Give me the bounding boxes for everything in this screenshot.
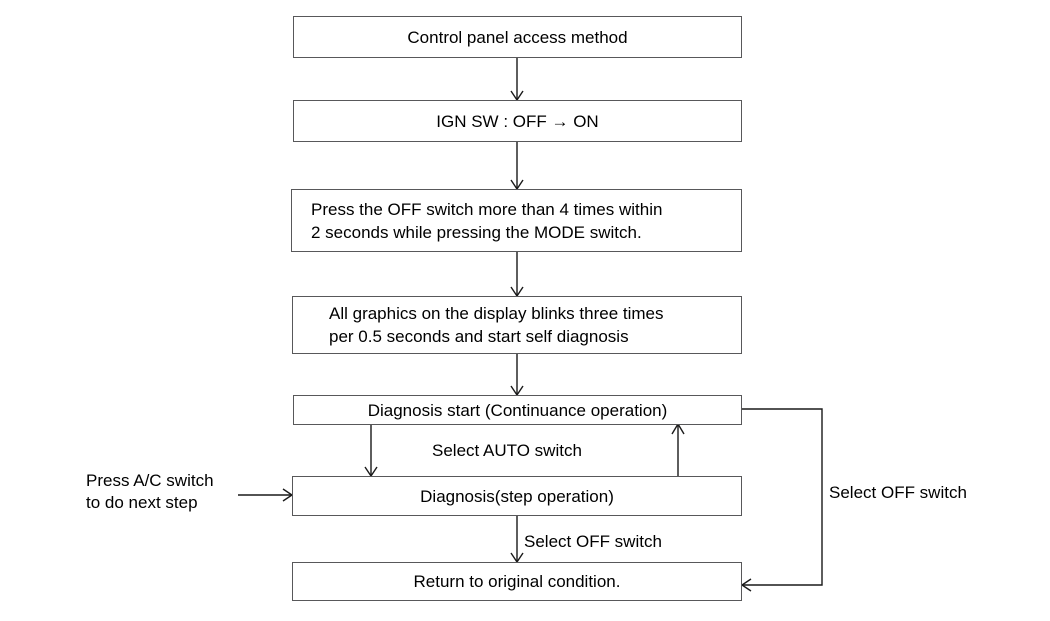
- arrowhead-n5-n7-loop: [740, 578, 752, 592]
- node-label: Control panel access method: [407, 27, 628, 47]
- node-press-off-switch[interactable]: Press the OFF switch more than 4 times w…: [291, 189, 742, 252]
- arrowhead-n2-n3: [510, 179, 524, 191]
- connector-n5-n7-loop: [742, 408, 823, 586]
- node-label: Diagnosis start (Continuance operation): [367, 400, 668, 420]
- arrowhead-n6-n5: [671, 422, 685, 435]
- node-control-panel-access-method[interactable]: Control panel access method: [293, 16, 742, 58]
- edge-label-select-off-switch-right: Select OFF switch: [829, 483, 967, 502]
- node-diagnosis-start[interactable]: Diagnosis start (Continuance operation): [293, 395, 742, 425]
- node-label: All graphics on the display blinks three…: [329, 304, 664, 346]
- edge-label-select-auto-switch: Select AUTO switch: [432, 441, 582, 460]
- arrowhead-n1-n2: [510, 90, 524, 102]
- arrowhead-n4-n5: [510, 385, 524, 397]
- node-return-to-original-condition[interactable]: Return to original condition.: [292, 562, 742, 601]
- arrowhead-n6-n7: [510, 552, 524, 564]
- node-label: Press the OFF switch more than 4 times w…: [311, 199, 663, 242]
- node-diagnosis-step-operation[interactable]: Diagnosis(step operation): [292, 476, 742, 516]
- edge-label-select-off-switch-down: Select OFF switch: [524, 532, 662, 551]
- edge-label-press-ac-switch: Press A/C switch to do next step: [86, 471, 214, 512]
- node-label: IGN SW : OFF → ON: [436, 111, 599, 131]
- node-all-graphics-blink[interactable]: All graphics on the display blinks three…: [292, 296, 742, 354]
- node-ign-sw[interactable]: IGN SW : OFF → ON: [293, 100, 742, 142]
- node-label: Return to original condition.: [413, 572, 621, 591]
- arrowhead-n5-n6: [364, 466, 378, 478]
- node-label: Diagnosis(step operation): [420, 486, 614, 506]
- arrowhead-n3-n4: [510, 286, 524, 298]
- arrowhead-press-ac-n6: [282, 488, 294, 502]
